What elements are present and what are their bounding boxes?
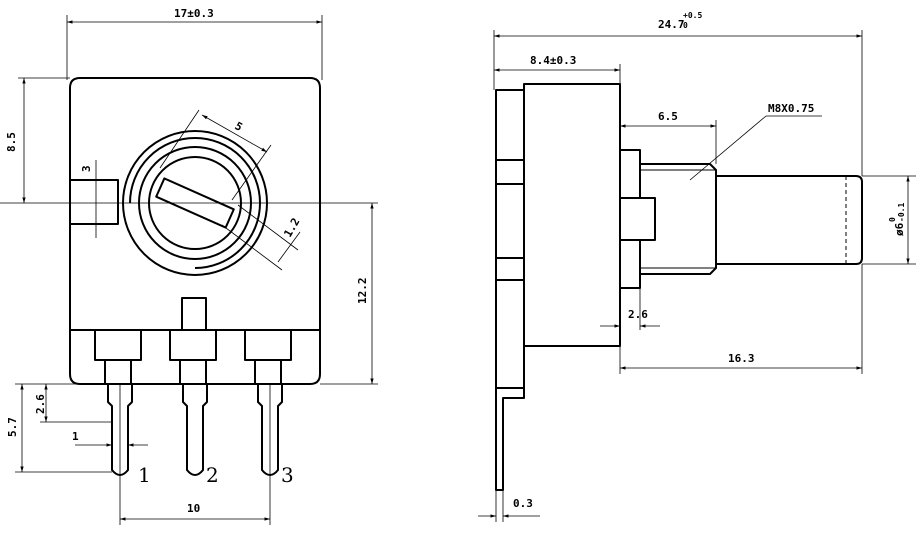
- pin-blocks: [94, 329, 292, 385]
- bushing-bottom: [619, 239, 641, 289]
- bushing-notch: [640, 197, 656, 241]
- dim-pin-width: 1: [72, 430, 148, 447]
- dim-shaft-length: 16.3: [619, 264, 863, 374]
- dim-body-length: 8.4±0.3: [494, 54, 621, 84]
- rotor-slot: [155, 177, 235, 229]
- pins: [107, 384, 283, 525]
- front-body-outline: [69, 77, 321, 385]
- dim-pin-width-label: 1: [72, 430, 79, 443]
- dim-overall-tol-lower: 0: [683, 21, 688, 30]
- terminal-lead: [495, 388, 525, 491]
- dim-thread-length-label: 6.5: [658, 110, 678, 123]
- dim-pin-shoulder-label: 2.6: [34, 394, 47, 414]
- dim-terminal-thickness: 0.3: [478, 490, 540, 522]
- left-tab: [69, 179, 119, 225]
- dim-overall-length: 24.7 +0.5 0: [493, 11, 863, 176]
- back-plate: [495, 89, 525, 389]
- dim-shaft-diameter: ø6 0 -0.1: [862, 175, 916, 265]
- dim-shaft-length-label: 16.3: [728, 352, 755, 365]
- pin-label-3: 3: [281, 463, 294, 487]
- dim-pin-spacing: 10: [120, 502, 270, 521]
- dim-slot-depth-label: 1.2: [281, 216, 302, 240]
- dim-pin-center-height: 12.2: [320, 203, 378, 385]
- dim-bushing-step: 2.6: [600, 288, 660, 330]
- dim-shaft-diameter-label: ø6: [893, 222, 906, 236]
- dim-overall-tol-upper: +0.5: [683, 11, 702, 20]
- dim-tab-width-label: 3: [80, 165, 93, 172]
- dim-tab-width: 3: [80, 165, 93, 172]
- dim-width-label: 17±0.3: [174, 7, 214, 20]
- dim-slot-width: 5: [159, 109, 272, 201]
- side-body: [523, 83, 621, 347]
- dim-slot-width-label: 5: [233, 119, 245, 134]
- dim-overall-length-label: 24.7: [658, 18, 685, 31]
- dim-slot-depth: 1.2: [221, 204, 303, 271]
- dim-thread-length: 6.5: [620, 110, 717, 164]
- thread: [640, 163, 717, 275]
- side-view: 24.7 +0.5 0 8.4±0.3 6.5 M8X0.75 2.: [478, 11, 916, 522]
- dim-pin-center-height-label: 12.2: [356, 278, 369, 305]
- shaft: [716, 175, 863, 265]
- pin-label-1: 1: [138, 463, 151, 487]
- dim-pin-length: 5.7: [6, 384, 112, 473]
- dim-pin-spacing-label: 10: [187, 502, 200, 515]
- pin-label-2: 2: [206, 463, 219, 487]
- dim-pin-shoulder: 2.6: [15, 383, 112, 423]
- dim-shaft-dia-tol-upper: 0: [888, 217, 897, 222]
- bushing-top: [619, 149, 641, 199]
- dim-body-length-label: 8.4±0.3: [530, 54, 576, 67]
- dim-bushing-step-label: 2.6: [628, 308, 648, 321]
- dim-shaft-dia-tol-lower: -0.1: [897, 203, 906, 222]
- dim-width: 17±0.3: [66, 7, 323, 80]
- front-stem: [181, 297, 207, 331]
- dim-terminal-thickness-label: 0.3: [513, 497, 533, 510]
- dim-pin-length-label: 5.7: [6, 417, 19, 437]
- thread-spec-label: M8X0.75: [768, 102, 814, 115]
- dim-height-top-label: 8.5: [5, 132, 18, 152]
- front-view: 1 2 3 17±0.3 8.5 3 5: [0, 7, 378, 525]
- dim-height-top: 8.5: [5, 77, 70, 203]
- thread-spec-callout: M8X0.75: [689, 102, 822, 181]
